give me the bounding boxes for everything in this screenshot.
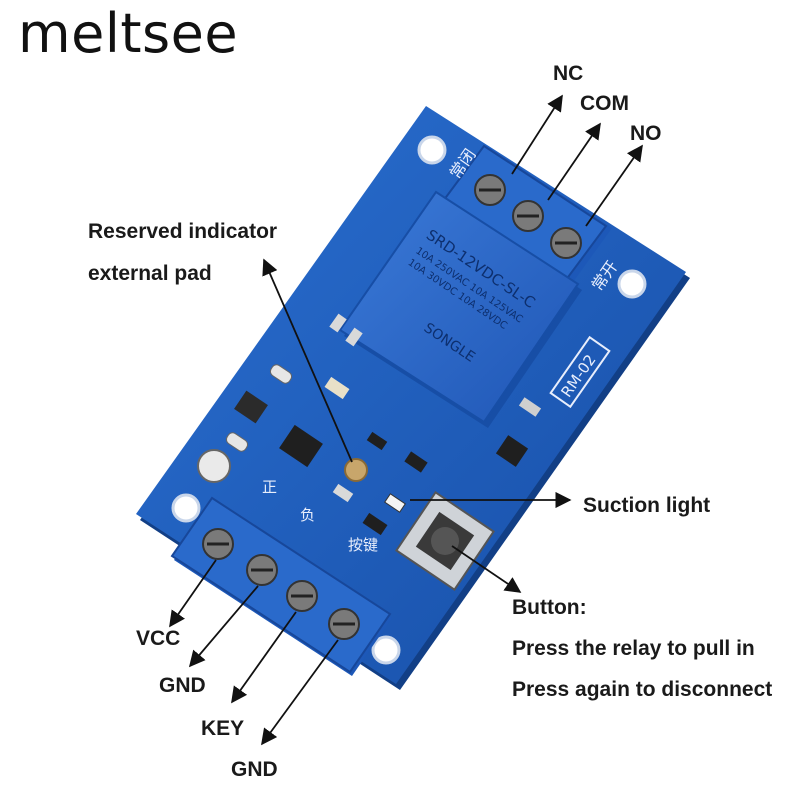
reserved-indicator-pad xyxy=(344,458,368,482)
push-button xyxy=(395,491,495,591)
suction-light-led xyxy=(384,493,406,513)
arrow-key xyxy=(231,611,297,704)
arrow-no xyxy=(585,144,643,227)
mounting-hole xyxy=(171,493,201,523)
label-button-line-1: Press the relay to pull in xyxy=(512,637,755,660)
pcb-board xyxy=(136,106,690,690)
output-terminal-block: 常闭 常开 xyxy=(430,144,622,300)
label-com: COM xyxy=(580,92,629,115)
arrow-gnd-1 xyxy=(188,585,259,668)
relay-component: SRD-12VDC-SL-C 10A 250VAC 10A 125VAC 10A… xyxy=(338,190,611,428)
label-reserved-line-1: Reserved indicator xyxy=(88,220,278,243)
arrow-button xyxy=(451,545,522,593)
smd-components xyxy=(197,313,542,536)
label-no: NO xyxy=(630,122,662,145)
arrow-gnd-2 xyxy=(261,639,339,746)
arrow-com xyxy=(547,122,601,201)
label-button-title: Button: xyxy=(512,596,587,619)
brand-logo: meltsee xyxy=(18,2,239,65)
label-suction-light: Suction light xyxy=(583,494,711,517)
arrow-reserved xyxy=(262,258,353,463)
input-terminal-block: 正 负 按键 xyxy=(170,478,392,676)
label-gnd-1: GND xyxy=(159,674,206,697)
label-gnd-2: GND xyxy=(231,758,278,781)
label-nc: NC xyxy=(553,62,584,85)
silk-neg-cn: 负 xyxy=(300,506,315,524)
label-button-line-2: Press again to disconnect xyxy=(512,678,773,701)
silk-key-cn: 按键 xyxy=(348,536,378,554)
label-key: KEY xyxy=(201,717,245,740)
mounting-hole xyxy=(417,135,447,165)
label-vcc: VCC xyxy=(136,627,181,650)
mounting-hole xyxy=(371,635,401,665)
label-reserved-line-2: external pad xyxy=(88,262,212,285)
arrow-vcc xyxy=(169,559,217,628)
arrow-nc xyxy=(511,94,563,175)
mounting-hole xyxy=(617,269,647,299)
callout-arrows xyxy=(169,94,643,746)
silk-pos-cn: 正 xyxy=(262,478,277,496)
